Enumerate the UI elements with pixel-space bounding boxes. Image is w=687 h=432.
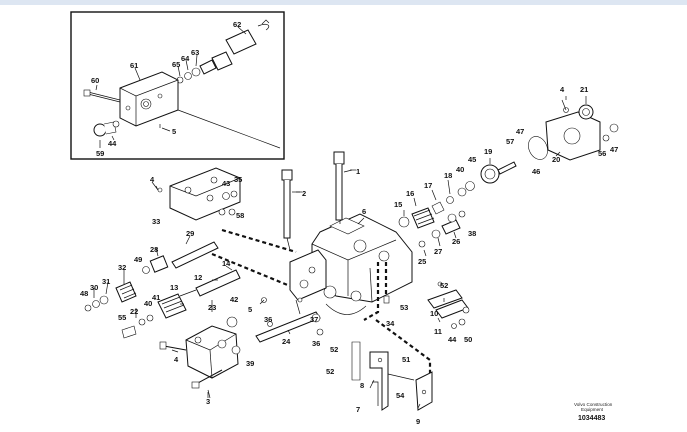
label-18: 18: [444, 171, 452, 180]
label-11: 11: [434, 327, 442, 336]
label-53: 53: [400, 303, 408, 312]
label-23: 23: [208, 303, 216, 312]
label-4-b: 4: [560, 85, 565, 94]
label-40-b: 40: [456, 165, 464, 174]
publisher-line-2: Equipment: [581, 407, 604, 412]
label-55: 55: [118, 313, 126, 322]
label-20: 20: [552, 155, 560, 164]
label-9: 9: [416, 417, 420, 426]
part-number-labels: 1 2 3 4 4 4 5 6 7 8 9 10 11 12 13 14 15 …: [80, 85, 618, 426]
label-48: 48: [80, 289, 88, 298]
left-spool-parts: [84, 241, 324, 343]
label-27: 27: [434, 247, 442, 256]
main-valve-body: [289, 213, 413, 315]
label-31: 31: [102, 277, 110, 286]
label-35: 35: [234, 175, 242, 184]
label-45: 45: [468, 155, 476, 164]
label-44: 44: [448, 335, 457, 344]
label-1: 1: [356, 167, 360, 176]
label-50: 50: [464, 335, 472, 344]
cartridges-10-11: [383, 281, 470, 329]
label-8: 8: [360, 381, 364, 390]
label-13: 13: [170, 283, 178, 292]
label-64: 64: [181, 54, 190, 63]
label-21: 21: [580, 85, 588, 94]
label-22: 22: [130, 307, 138, 316]
label-14: 14: [222, 259, 231, 268]
inset-detail: 62 63 64 65 61 60 5 44 59: [70, 11, 285, 160]
label-7: 7: [356, 405, 360, 414]
label-52-b: 52: [330, 345, 338, 354]
label-60: 60: [91, 76, 99, 85]
label-10: 10: [430, 309, 438, 318]
publisher-line-1: Volvo Construction: [574, 402, 613, 407]
label-57: 57: [506, 137, 514, 146]
label-61: 61: [130, 61, 138, 70]
label-5-inset: 5: [172, 127, 176, 136]
right-spool-parts: [398, 99, 619, 248]
label-41: 41: [152, 293, 160, 302]
label-16: 16: [406, 189, 414, 198]
label-47-b: 47: [610, 145, 618, 154]
label-42: 42: [230, 295, 238, 304]
top-strip: [0, 0, 687, 5]
label-54: 54: [396, 391, 405, 400]
label-62: 62: [233, 20, 241, 29]
leader-lines: [93, 96, 587, 409]
end-cover-23: [159, 316, 241, 399]
label-34: 34: [386, 319, 395, 328]
label-40-a: 40: [144, 299, 152, 308]
label-44-inset: 44: [108, 139, 117, 148]
label-5: 5: [248, 305, 252, 314]
label-51: 51: [402, 355, 410, 364]
bolts-1-2: [281, 151, 353, 251]
label-33: 33: [152, 217, 160, 226]
label-28: 28: [150, 245, 158, 254]
label-4-a: 4: [150, 175, 155, 184]
label-3: 3: [206, 397, 210, 406]
cover-plate-33: [151, 167, 241, 221]
brackets-7-8-9: [351, 341, 433, 411]
drawing-number: 1034483: [578, 415, 605, 422]
label-25: 25: [418, 257, 426, 266]
label-12: 12: [194, 273, 202, 282]
label-19: 19: [484, 147, 492, 156]
label-29: 29: [186, 229, 194, 238]
label-43: 43: [222, 179, 230, 188]
label-32: 32: [118, 263, 126, 272]
label-6: 6: [362, 207, 366, 216]
label-26: 26: [452, 237, 460, 246]
label-36-b: 36: [312, 339, 320, 348]
publisher-block: Volvo Construction Equipment 1034483: [574, 402, 613, 422]
label-15: 15: [394, 200, 402, 209]
label-17: 17: [424, 181, 432, 190]
label-30: 30: [90, 283, 98, 292]
label-2: 2: [302, 189, 306, 198]
label-39: 39: [246, 359, 254, 368]
label-56: 56: [598, 149, 606, 158]
label-58: 58: [236, 211, 244, 220]
label-63: 63: [191, 48, 199, 57]
label-49: 49: [134, 255, 142, 264]
label-59: 59: [96, 149, 104, 158]
label-37: 37: [310, 315, 318, 324]
label-36-a: 36: [264, 315, 272, 324]
label-46: 46: [532, 167, 540, 176]
label-47-a: 47: [516, 127, 524, 136]
label-52-a: 52: [440, 281, 448, 290]
label-65: 65: [172, 60, 180, 69]
label-52-c: 52: [326, 367, 334, 376]
label-24: 24: [282, 337, 291, 346]
label-4-c: 4: [174, 355, 179, 364]
label-38: 38: [468, 229, 476, 238]
